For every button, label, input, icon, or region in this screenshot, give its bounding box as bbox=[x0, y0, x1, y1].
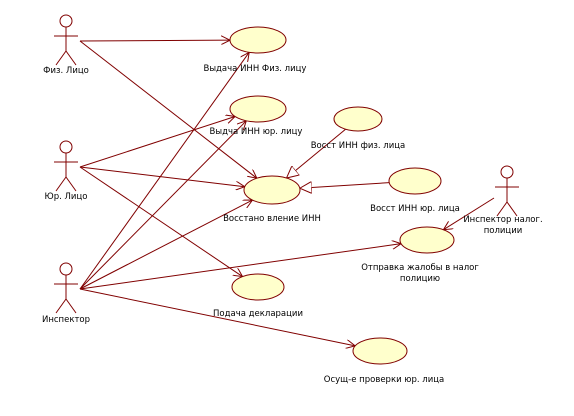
association-yur-to-uc-inn-yur bbox=[79, 116, 235, 168]
actor-nalog[interactable] bbox=[495, 165, 519, 217]
association-insp-to-uc-inn-fiz bbox=[79, 52, 249, 290]
use-case-label-uc-zhaloba-line-2: полицию bbox=[400, 274, 440, 284]
actor-fiz[interactable] bbox=[54, 14, 78, 66]
association-yur-to-uc-deklar bbox=[79, 166, 243, 277]
use-case-label-uc-vosst-yur: Восст ИНН юр. лица bbox=[370, 204, 460, 214]
nodes-layer bbox=[54, 14, 519, 365]
actor-head bbox=[59, 14, 73, 28]
generalization-uc-vosst-fiz-to-uc-vosst-inn bbox=[287, 128, 346, 178]
actor-head bbox=[59, 140, 73, 154]
use-case-uc-inn-yur[interactable] bbox=[229, 95, 287, 123]
association-yur-to-uc-vosst-inn bbox=[79, 166, 245, 187]
actor-right-leg bbox=[65, 176, 77, 192]
actor-right-leg bbox=[506, 201, 518, 217]
actor-label-nalog-line-1: Инспектор налог. bbox=[463, 215, 542, 225]
use-case-uc-vosst-fiz[interactable] bbox=[333, 106, 383, 132]
actor-label-yur: Юр. Лицо bbox=[45, 192, 88, 202]
actor-yur[interactable] bbox=[54, 140, 78, 192]
association-fiz-to-uc-inn-fiz bbox=[79, 40, 230, 41]
generalization-uc-vosst-yur-to-uc-vosst-inn bbox=[300, 183, 390, 189]
use-case-label-uc-vosst-fiz: Восст ИНН физ. лица bbox=[311, 141, 406, 151]
actor-label-insp: Инспектор bbox=[42, 315, 90, 325]
connections-layer bbox=[79, 40, 495, 346]
actor-left-leg bbox=[55, 176, 67, 192]
use-case-label-uc-deklar: Подача декларации bbox=[213, 309, 303, 319]
actor-insp[interactable] bbox=[54, 262, 78, 314]
use-case-label-uc-vosst-inn: Восстано вление ИНН bbox=[223, 214, 321, 224]
association-insp-to-uc-proverka bbox=[79, 288, 355, 346]
use-case-uc-deklar[interactable] bbox=[231, 273, 285, 301]
use-case-uc-proverka[interactable] bbox=[352, 337, 408, 365]
association-insp-to-uc-inn-yur bbox=[79, 121, 246, 290]
association-fiz-to-uc-vosst-inn bbox=[79, 40, 257, 178]
use-case-uc-inn-fiz[interactable] bbox=[229, 26, 287, 54]
actor-label-fiz: Физ. Лицо bbox=[43, 66, 89, 76]
association-nalog-to-uc-zhaloba bbox=[443, 197, 495, 230]
actor-head bbox=[59, 262, 73, 276]
use-case-uc-vosst-inn[interactable] bbox=[243, 175, 301, 205]
use-case-uc-zhaloba[interactable] bbox=[399, 226, 455, 254]
actor-right-leg bbox=[65, 50, 77, 66]
actor-right-leg bbox=[65, 298, 77, 314]
use-case-label-uc-inn-fiz: Выдача ИНН Физ. лицу bbox=[204, 64, 307, 74]
actor-left-leg bbox=[55, 298, 67, 314]
use-case-label-uc-zhaloba-line-1: Отправка жалобы в налог bbox=[361, 263, 479, 273]
association-insp-to-uc-zhaloba bbox=[79, 244, 401, 290]
actor-label-nalog-line-2: полиции bbox=[484, 226, 523, 236]
use-case-label-uc-inn-yur: Выдча ИНН юр. лицу bbox=[210, 127, 303, 137]
association-insp-to-uc-vosst-inn bbox=[79, 200, 253, 290]
actor-left-leg bbox=[496, 201, 508, 217]
actor-head bbox=[500, 165, 514, 179]
actor-left-leg bbox=[55, 50, 67, 66]
use-case-label-uc-proverka: Осущ-е проверки юр. лица bbox=[324, 375, 444, 385]
use-case-uc-vosst-yur[interactable] bbox=[388, 167, 442, 195]
